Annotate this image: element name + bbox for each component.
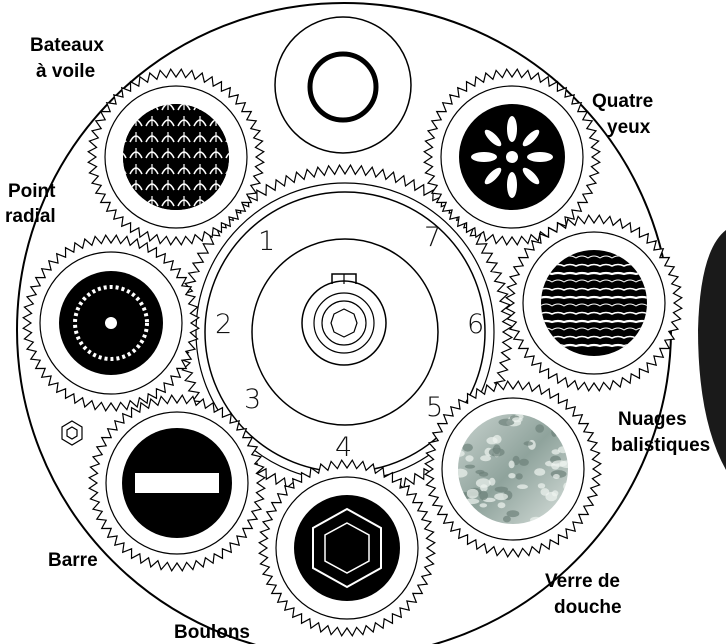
glass-bump (519, 459, 529, 466)
slot-number-6: 6 (467, 309, 484, 340)
label-verre-line1: Verre de (545, 571, 620, 592)
hub-octagon (331, 309, 357, 337)
housing-edge (698, 230, 726, 470)
glass-bump (507, 510, 520, 517)
glass-bump (465, 455, 473, 461)
label-quatre-line2: yeux (607, 117, 651, 138)
screw-icon (62, 421, 82, 445)
slot-number-3: 3 (244, 384, 261, 415)
glass-bump (535, 424, 544, 433)
gobo-bolts (294, 495, 400, 601)
gobo-four-eyes (459, 104, 565, 210)
label-boulons: Boulons (174, 622, 250, 643)
gobo-radial-point (59, 271, 163, 375)
glass-bump (463, 444, 473, 452)
glass-bump (494, 493, 508, 500)
slot-number-7: 7 (424, 222, 441, 253)
glass-bump (509, 461, 515, 469)
label-verre-line2: douche (554, 597, 622, 618)
open-slot-ring (275, 17, 411, 153)
glass-bump (552, 460, 567, 467)
label-barre: Barre (48, 550, 98, 571)
glass-bump (489, 448, 505, 457)
label-point-line1: Point (8, 181, 56, 202)
label-quatre-line1: Quatre (592, 91, 653, 112)
label-point-line2: radial (5, 206, 56, 227)
glass-bump (552, 449, 560, 454)
glass-bump (534, 468, 545, 476)
glass-bump (479, 491, 488, 500)
glass-bump (524, 441, 534, 445)
gobo-bar (122, 428, 232, 538)
label-bateaux-line1: Bateaux (30, 35, 104, 56)
glass-bump (465, 465, 475, 469)
glass-bump (467, 489, 479, 499)
glass-bump (538, 483, 545, 488)
glass-bump (476, 478, 491, 488)
glass-bump (508, 473, 515, 478)
glass-bump (475, 470, 484, 474)
glass-bump (517, 484, 528, 489)
slot-number-5: 5 (426, 392, 443, 423)
glass-bump (480, 503, 488, 507)
glass-bump (498, 502, 506, 508)
glass-bump (545, 492, 557, 501)
slot-number-1: 1 (258, 226, 275, 257)
label-nuages-line2: balistiques (611, 435, 710, 456)
label-nuages-line1: Nuages (618, 409, 687, 430)
slot-number-4: 4 (335, 432, 352, 463)
glass-bump (486, 437, 497, 444)
glass-bump (516, 473, 523, 479)
glass-bump (489, 478, 496, 486)
cloud-wave (540, 297, 660, 298)
slot-number-2: 2 (215, 309, 232, 340)
glass-bump (512, 417, 523, 422)
glass-bump (553, 474, 560, 479)
label-bateaux-line2: à voile (36, 61, 95, 82)
glass-bump (503, 516, 511, 523)
cloud-wave (540, 321, 660, 322)
